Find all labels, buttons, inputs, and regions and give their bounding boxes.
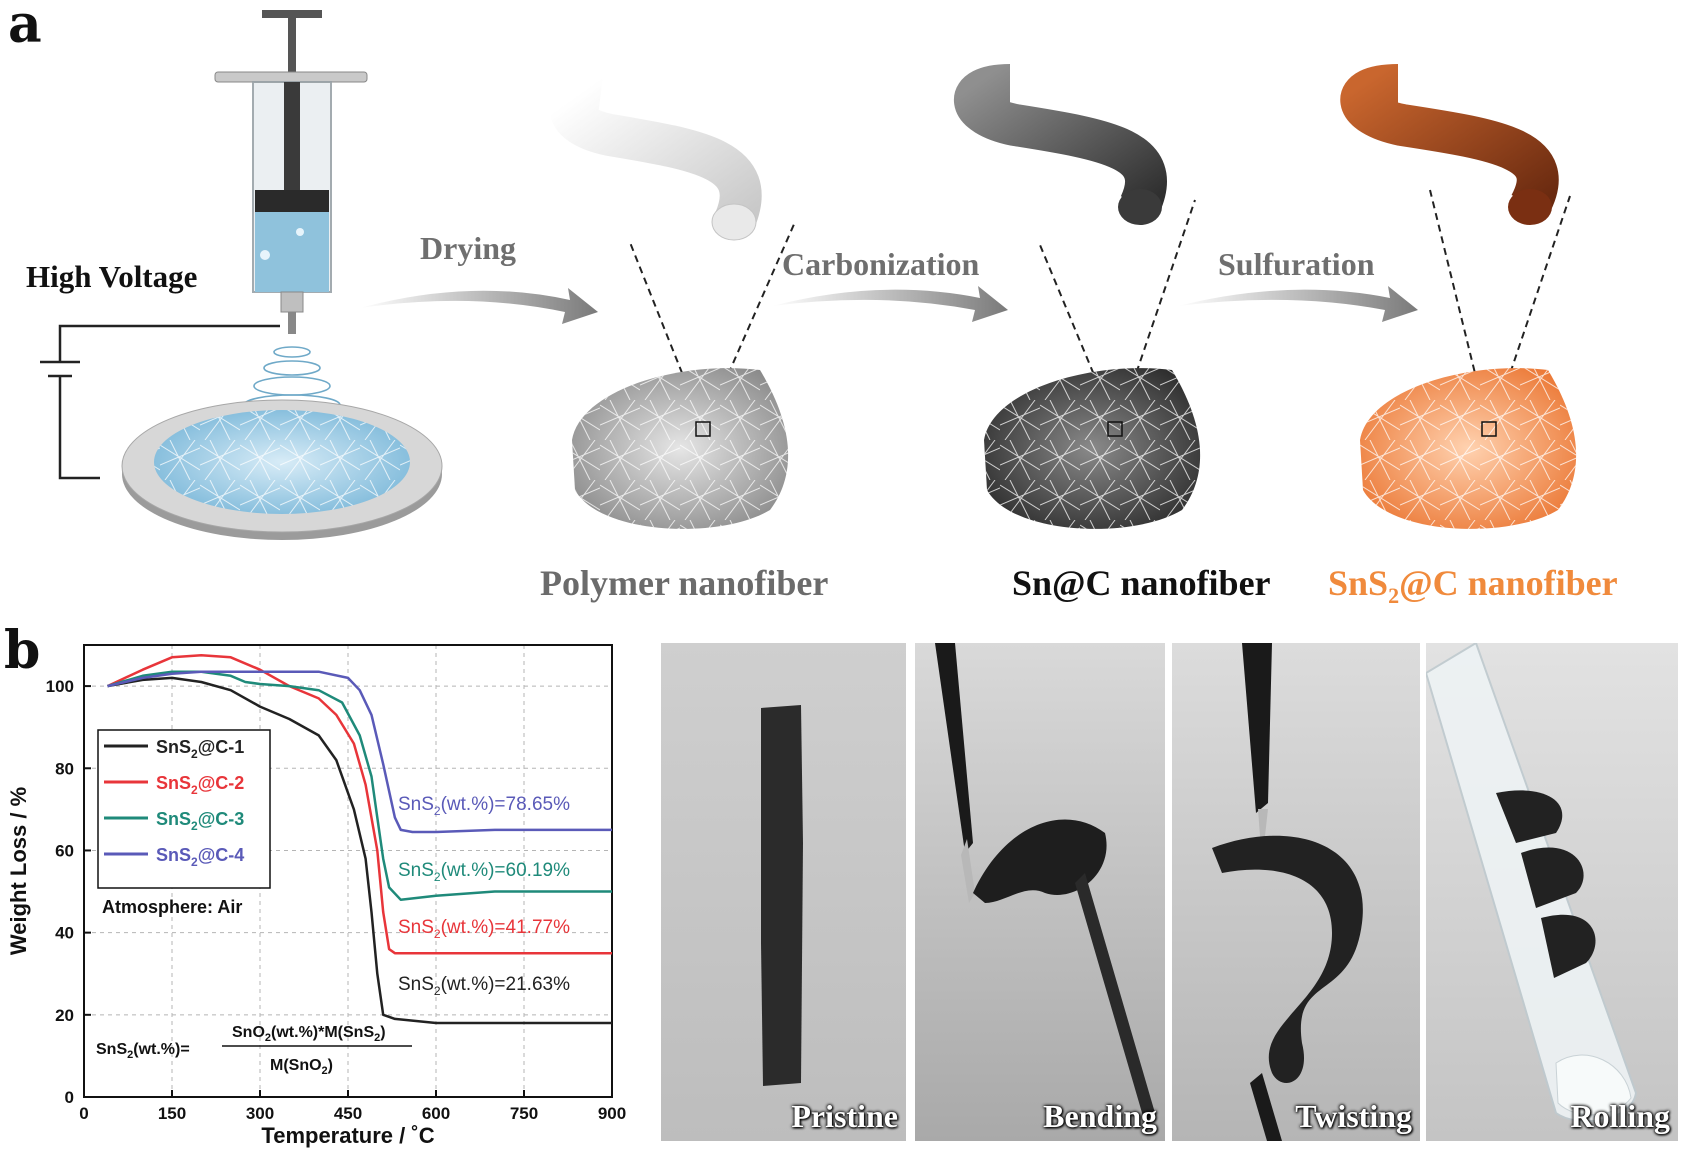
legend-item-2: SnS2@C-2 (104, 773, 244, 797)
atmosphere-annotation: Atmosphere: Air (102, 897, 242, 917)
caption-pristine: Pristine (791, 1098, 898, 1134)
x-tick-label: 750 (510, 1104, 538, 1123)
sns2-formula: SnS2(wt.%)= SnO2(wt.%)*M(SnS2) M(SnO2) (96, 1024, 412, 1077)
photo-rolling: Rolling (1426, 643, 1678, 1141)
sn-c-mat (984, 368, 1201, 529)
svg-text:SnS2@C-2: SnS2@C-2 (156, 773, 244, 797)
legend-item-3: SnS2@C-3 (104, 809, 244, 833)
x-tick-label: 150 (158, 1104, 186, 1123)
panel-b-letter: b (4, 620, 41, 681)
annotation-sns2-c-4: SnS2(wt.%)=78.65% (398, 794, 570, 818)
rolling-scene (1426, 643, 1638, 1123)
x-axis-label: Temperature / ˚C (261, 1123, 434, 1148)
high-voltage-circuit (40, 324, 280, 480)
annotation-sns2-c-2: SnS2(wt.%)=41.77% (398, 917, 570, 941)
svg-text:SnS2@C-1: SnS2@C-1 (156, 737, 244, 761)
annotation-sns2-c-1: SnS2(wt.%)=21.63% (398, 974, 570, 998)
series-line-1 (107, 676, 612, 1025)
bending-scene (935, 643, 1155, 1123)
collector-plate (121, 399, 443, 540)
sns2-c-mat (1360, 368, 1577, 529)
annotation-sns2-c-3: SnS2(wt.%)=60.19% (398, 860, 570, 884)
x-tick-label: 450 (334, 1104, 362, 1123)
photo-bending: Bending (915, 643, 1165, 1141)
panel-a-letter: a (8, 0, 42, 55)
caption-twisting: Twisting (1295, 1098, 1412, 1134)
series-line-4 (107, 670, 612, 834)
legend-item-1: SnS2@C-1 (104, 737, 244, 761)
y-axis-label: Weight Loss / % (6, 787, 31, 955)
twisting-scene (1212, 643, 1363, 1141)
caption-bending: Bending (1043, 1098, 1157, 1134)
syringe (214, 10, 368, 334)
process-arrows (360, 286, 1418, 324)
tga-chart: 0 150 300 450 600 750 900 0 20 40 60 80 100 SnS2@C-1… (6, 644, 627, 1148)
svg-text:SnS2@C-4: SnS2@C-4 (156, 845, 244, 869)
high-voltage-label: High Voltage (26, 259, 198, 294)
svg-text:SnO2(wt.%)*M(SnS2): SnO2(wt.%)*M(SnS2) (232, 1024, 386, 1044)
caption-rolling: Rolling (1570, 1098, 1670, 1134)
x-tick-label: 900 (598, 1104, 626, 1123)
sns2-c-nanofiber-label: SnS2@C nanofiber (1328, 563, 1618, 609)
y-tick-label: 100 (46, 677, 74, 696)
svg-text:SnS2@C-3: SnS2@C-3 (156, 809, 244, 833)
y-tick-label: 60 (55, 841, 74, 860)
series-line-2 (106, 654, 612, 955)
y-tick-label: 40 (55, 924, 74, 943)
polymer-fiber-tube (550, 78, 762, 241)
x-tick-label: 300 (246, 1104, 274, 1123)
chart-ticks: 0 150 300 450 600 750 900 0 20 40 60 80 100 (46, 677, 627, 1123)
legend-item-4: SnS2@C-4 (104, 845, 244, 869)
chart-series (106, 654, 612, 1025)
y-tick-label: 80 (55, 759, 74, 778)
y-tick-label: 0 (65, 1088, 74, 1107)
photo-pristine: Pristine (661, 643, 906, 1141)
step-carbonization-label: Carbonization (782, 246, 980, 282)
polymer-mat (572, 368, 789, 529)
svg-text:SnS2(wt.%)=: SnS2(wt.%)= (96, 1041, 190, 1061)
y-tick-label: 20 (55, 1006, 74, 1025)
step-sulfuration-label: Sulfuration (1218, 246, 1375, 282)
electrospinning-illustration (40, 10, 1577, 540)
polymer-nanofiber-label: Polymer nanofiber (540, 563, 829, 603)
legend-box (97, 729, 271, 889)
sns2-c-fiber-tube (1340, 64, 1559, 225)
photo-twisting: Twisting (1172, 643, 1420, 1141)
x-tick-label: 600 (422, 1104, 450, 1123)
svg-text:M(SnO2): M(SnO2) (270, 1057, 333, 1077)
x-tick-label: 0 (79, 1104, 88, 1123)
sn-c-fiber-tube (954, 64, 1167, 225)
step-drying-label: Drying (420, 230, 516, 266)
pristine-strip (761, 705, 803, 1086)
sn-c-nanofiber-label: Sn@C nanofiber (1012, 563, 1271, 603)
